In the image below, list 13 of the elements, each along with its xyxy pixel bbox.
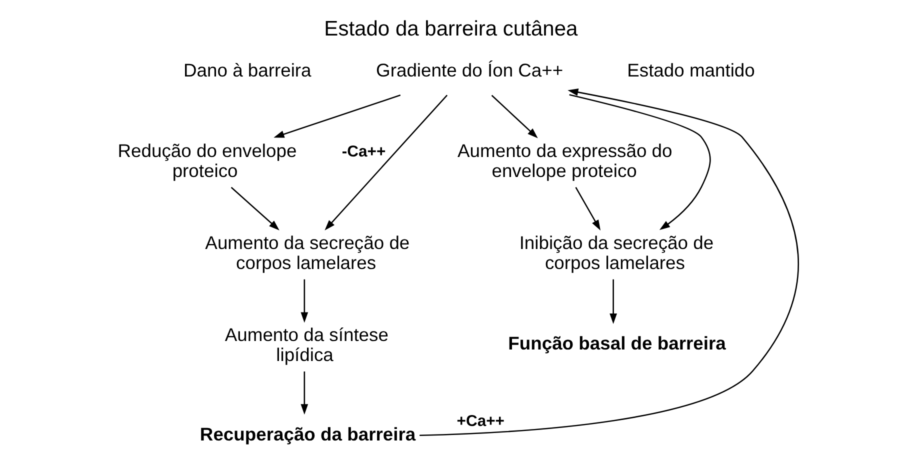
label: Estado mantido	[626, 59, 754, 80]
label: Dano à barreira	[182, 59, 311, 80]
diagram-title: Estado da barreira cutânea	[324, 18, 578, 41]
edge-label: +Ca++	[456, 412, 504, 430]
node-text: Aumento da expressão do envelope proteico	[457, 140, 672, 181]
node-text: Redução do envelope proteico	[117, 140, 296, 181]
node-text: Função basal de barreira	[508, 332, 726, 354]
node-text: Aumento da síntese lipídica	[224, 324, 388, 365]
node-text: Gradiente do Íon Ca++	[376, 59, 563, 80]
node-text: Inibição da secreção de corpos lamelares	[518, 232, 714, 273]
edge-label: -Ca++	[341, 143, 386, 160]
node-text: Aumento da secreção de corpos lamelares	[204, 232, 410, 273]
node-text: Recuperação da barreira	[199, 423, 416, 444]
